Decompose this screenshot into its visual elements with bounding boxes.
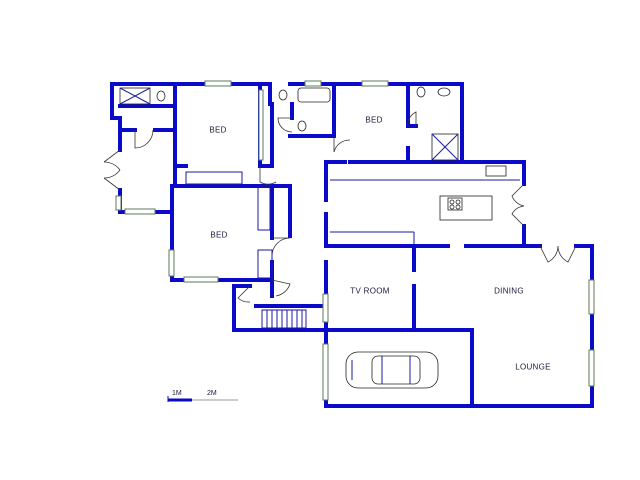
room-label-bed-1: BED (209, 125, 227, 135)
room-label-lounge: LOUNGE (515, 362, 551, 372)
scale-label-2m: 2M (207, 390, 217, 397)
car-icon (345, 351, 439, 389)
room-label-bed-2: BED (210, 230, 228, 240)
walls (110, 82, 594, 408)
fixtures (119, 86, 520, 329)
room-label-tv-room: TV ROOM (350, 286, 390, 296)
room-label-bed-3: BED (365, 115, 383, 125)
scale-bar (167, 396, 238, 402)
room-label-dining: DINING (494, 286, 524, 296)
windows (115, 80, 595, 401)
scale-label-1m: 1M (172, 390, 182, 397)
staircase (261, 309, 307, 329)
